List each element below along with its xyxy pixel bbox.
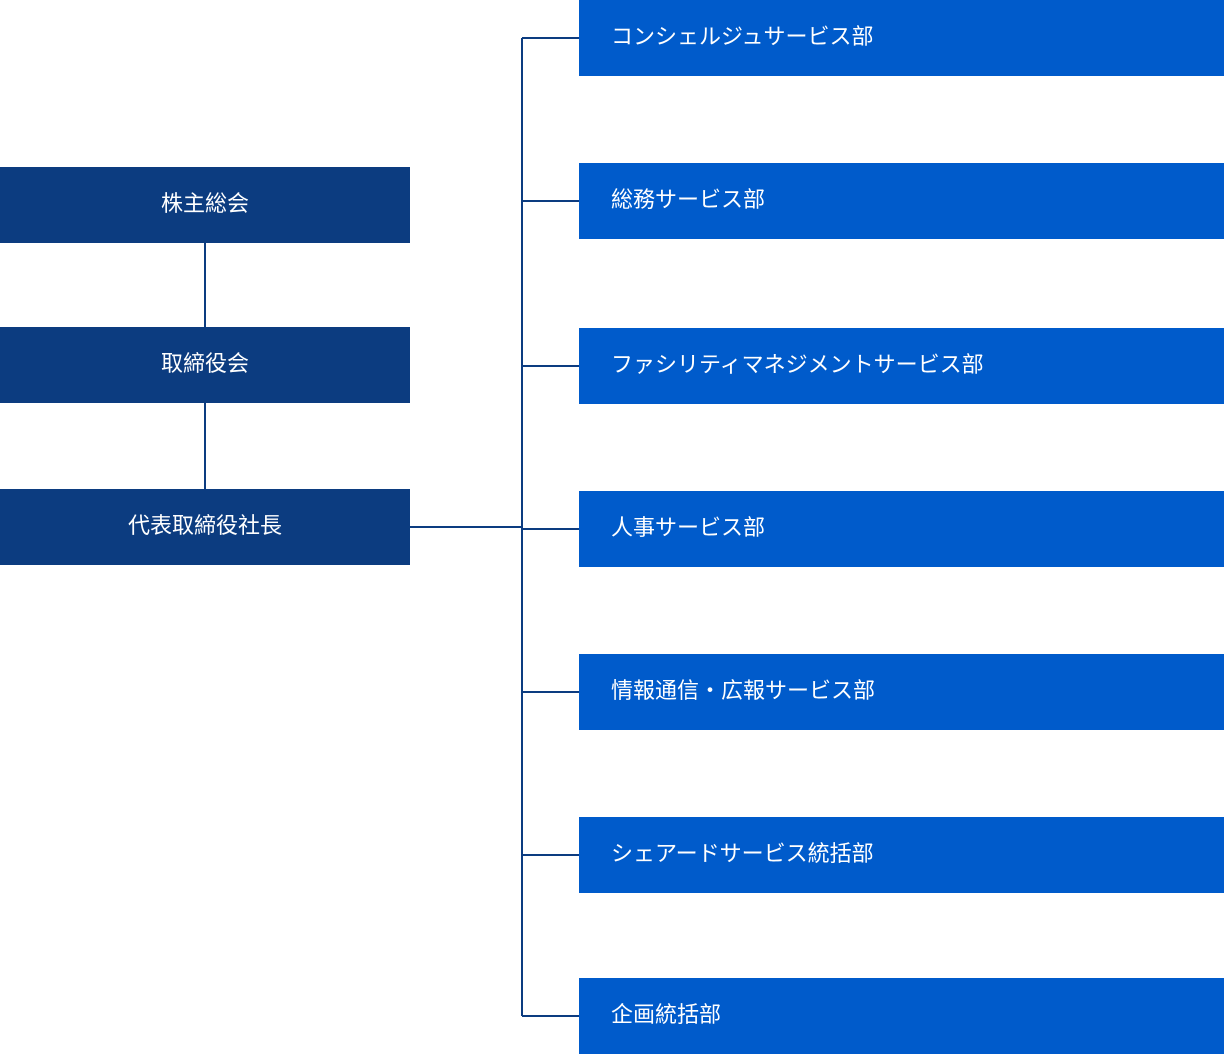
department-concierge-box: コンシェルジュサービス部 — [579, 0, 1224, 76]
shareholders-meeting-box: 株主総会 — [0, 167, 410, 243]
department-facility-management-box: ファシリティマネジメントサービス部 — [579, 328, 1224, 404]
department-it-pr-label: 情報通信・広報サービス部 — [611, 679, 876, 704]
board-of-directors-box: 取締役会 — [0, 327, 410, 403]
president-label: 代表取締役社長 — [127, 514, 282, 539]
department-shared-services-label: シェアードサービス統括部 — [611, 842, 874, 867]
president-box: 代表取締役社長 — [0, 489, 410, 565]
department-human-resources-box: 人事サービス部 — [579, 491, 1224, 567]
department-general-affairs-box: 総務サービス部 — [579, 163, 1224, 239]
department-facility-management-label: ファシリティマネジメントサービス部 — [611, 353, 984, 378]
department-planning-label: 企画統括部 — [611, 1003, 722, 1028]
department-human-resources-label: 人事サービス部 — [611, 516, 766, 541]
department-concierge-label: コンシェルジュサービス部 — [611, 25, 874, 50]
department-general-affairs-label: 総務サービス部 — [611, 188, 766, 213]
department-it-pr-box: 情報通信・広報サービス部 — [579, 654, 1224, 730]
shareholders-meeting-label: 株主総会 — [160, 192, 249, 217]
department-shared-services-box: シェアードサービス統括部 — [579, 817, 1224, 893]
department-planning-box: 企画統括部 — [579, 978, 1224, 1054]
board-of-directors-label: 取締役会 — [160, 352, 249, 377]
